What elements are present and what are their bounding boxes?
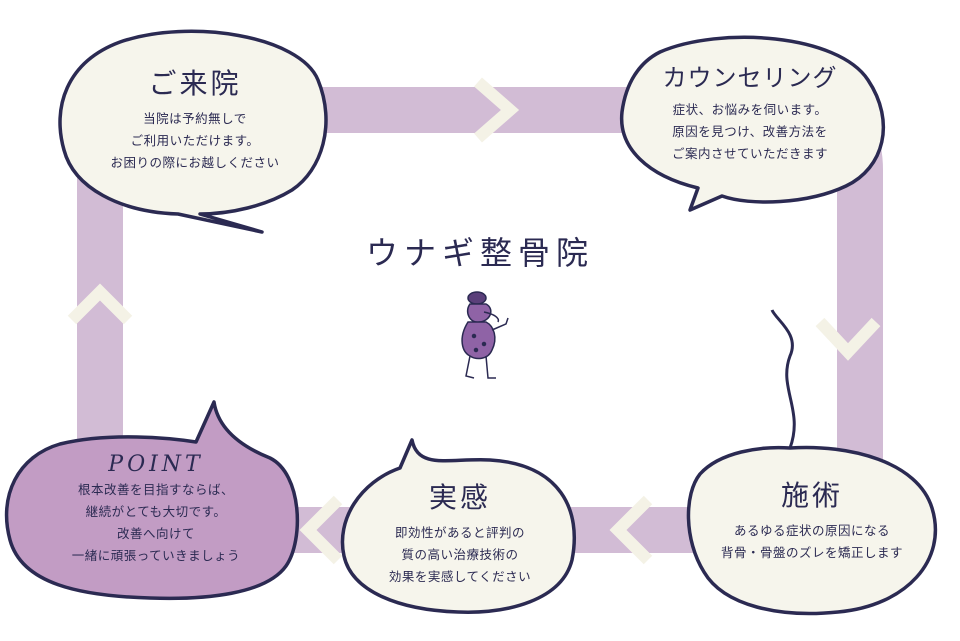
step-point-line: 根本改善を目指すならば、 xyxy=(77,482,234,497)
chevron-arrow-icon xyxy=(609,495,653,565)
eel-mascot-icon xyxy=(461,291,509,379)
step-visit-title: ご来院 xyxy=(148,67,242,100)
step-point-title: POINT xyxy=(108,452,204,477)
clinic-name: ウナギ整骨院 xyxy=(365,234,594,272)
step-results-title: 実感 xyxy=(428,481,491,514)
step-results-line: 質の高い治療技術の xyxy=(401,547,519,562)
step-results: 実感 即効性があると評判の 質の高い治療技術の 効果を実感してください xyxy=(360,476,560,588)
step-point-line: 一緒に頑張っていきましょう xyxy=(71,548,241,563)
step-counseling-line: 症状、お悩みを伺います。 xyxy=(672,102,828,117)
step-counseling: カウンセリング 症状、お悩みを伺います。 原因を見つけ、改善方法を ご案内させて… xyxy=(632,58,868,165)
step-results-line: 即効性があると評判の xyxy=(394,525,525,540)
chevron-arrow-icon xyxy=(474,77,520,143)
bubble-results xyxy=(340,438,577,614)
step-point-line: 継続がとても大切です。 xyxy=(85,504,227,519)
step-counseling-line: ご案内させていただきます xyxy=(671,146,828,161)
step-treatment-line: あるゆる症状の原因になる xyxy=(733,523,890,538)
step-treatment-line: 背骨・骨盤のズレを矯正します xyxy=(720,545,903,560)
bubble-counseling xyxy=(619,35,885,212)
chevron-arrow-icon xyxy=(67,283,133,325)
step-visit: ご来院 当院は予約無しで ご利用いただけます。 お困りの際にお越しください xyxy=(90,62,300,174)
bubble-visit xyxy=(58,29,328,234)
bubble-treatment-tail xyxy=(770,309,796,449)
step-counseling-line: 原因を見つけ、改善方法を xyxy=(672,124,828,139)
chevron-arrow-icon xyxy=(299,495,343,565)
step-treatment-title: 施術 xyxy=(780,479,843,512)
bubble-treatment xyxy=(686,445,938,616)
step-visit-line: お困りの際にお越しください xyxy=(110,155,280,170)
step-counseling-title: カウンセリング xyxy=(662,64,838,92)
step-treatment: 施術 あるゆる症状の原因になる 背骨・骨盤のズレを矯正します xyxy=(700,474,924,564)
chevron-arrow-icon xyxy=(815,317,881,361)
step-point: POINT 根本改善を目指すならば、 継続がとても大切です。 改善へ向けて 一緒… xyxy=(36,452,276,567)
step-visit-line: ご利用いただけます。 xyxy=(130,133,260,148)
bubble-point xyxy=(4,400,300,601)
step-results-line: 効果を実感してください xyxy=(388,569,532,584)
step-visit-line: 当院は予約無しで xyxy=(143,111,247,126)
step-point-line: 改善へ向けて xyxy=(116,526,195,541)
